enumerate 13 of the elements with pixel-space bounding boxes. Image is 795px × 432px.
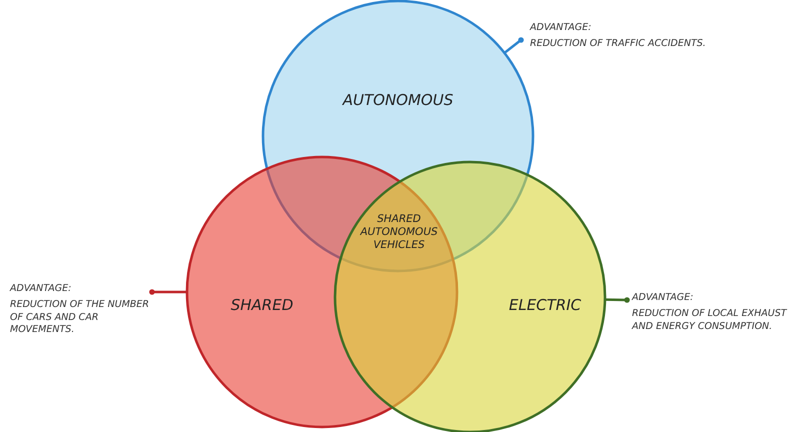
- circle-label: SHARED: [230, 296, 294, 314]
- advantage-note: REDUCTION OF LOCAL EXHAUST AND ENERGY CONSUMPTION.: [632, 308, 788, 334]
- advantage-heading: ADVANTAGE:: [632, 292, 694, 305]
- advantage-note: REDUCTION OF THE NUMBER OF CARS AND CAR MOVEMENTS.: [10, 298, 150, 338]
- advantage-note: REDUCTION OF TRAFFIC ACCIDENTS.: [530, 38, 707, 51]
- advantage-heading: ADVANTAGE:: [10, 283, 72, 296]
- leader-line: [504, 37, 524, 54]
- leader-line: [149, 289, 186, 295]
- intersection-label: SHARED AUTONOMOUS VEHICLES: [353, 213, 445, 252]
- circle-label: AUTONOMOUS: [342, 91, 454, 109]
- circle-label: ELECTRIC: [508, 296, 582, 314]
- advantage-heading: ADVANTAGE:: [530, 22, 592, 35]
- leader-line: [606, 297, 630, 303]
